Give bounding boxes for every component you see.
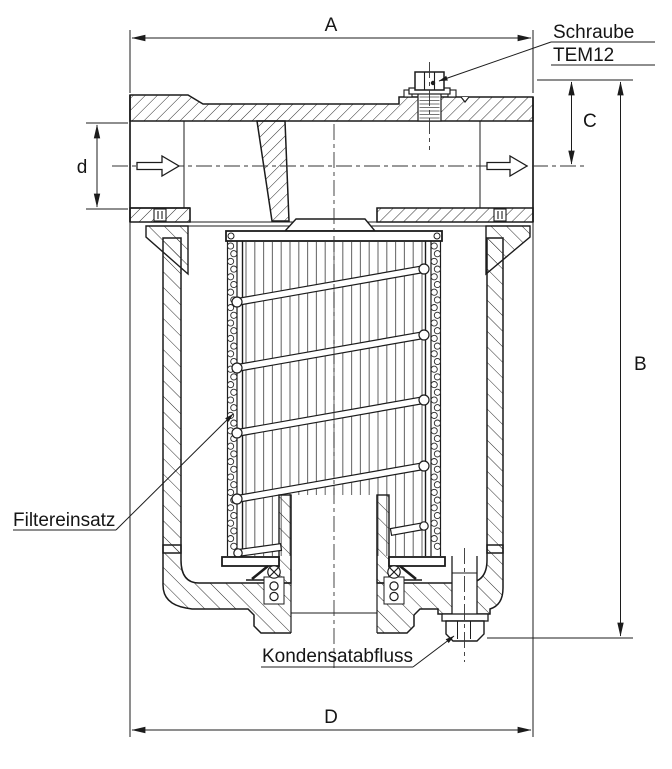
gasket-left xyxy=(153,208,167,222)
spring-coil-lower xyxy=(233,521,429,558)
gasket-right xyxy=(493,208,507,222)
oring-right-1 xyxy=(389,581,399,591)
flow-arrows xyxy=(136,154,529,178)
gasket-seals xyxy=(153,208,507,222)
filter-bottom-plate-right xyxy=(388,556,446,567)
callout-leaders xyxy=(13,41,655,668)
hub-wall-left xyxy=(278,494,292,584)
callout-schraube-line2: TEM12 xyxy=(553,45,614,66)
spring-coil xyxy=(231,263,430,505)
dim-label-d-big: D xyxy=(324,707,338,728)
oring-left-1 xyxy=(269,581,279,591)
filter-bottom-assembly xyxy=(221,556,446,605)
callout-schraube-line1: Schraube xyxy=(553,22,634,43)
oring-right-2 xyxy=(389,591,399,602)
flow-arrow-inlet xyxy=(136,154,181,178)
dim-label-d-small: d xyxy=(77,157,88,178)
bowl-wall-left xyxy=(162,237,182,554)
leader-filtereinsatz xyxy=(115,413,234,531)
dim-label-a: A xyxy=(325,15,338,36)
filter-bottom-plate-left xyxy=(221,556,280,567)
labels: A d C B D Schraube TEM12 Filtereinsatz K… xyxy=(13,15,647,728)
leader-kondensatabfluss xyxy=(412,635,455,668)
callout-filtereinsatz: Filtereinsatz xyxy=(13,510,115,531)
drain-flange xyxy=(441,613,489,622)
dim-label-c: C xyxy=(583,111,597,132)
drain-hex-plug xyxy=(445,620,485,642)
dim-label-b: B xyxy=(634,354,647,375)
chamber-divider-wall xyxy=(256,120,290,222)
filter-connector-cap xyxy=(283,218,377,232)
clamp-skirt-right xyxy=(485,225,531,276)
filter-head-casting xyxy=(129,94,534,223)
dimensions xyxy=(86,30,633,737)
leader-schraube xyxy=(438,41,552,82)
callout-kondensatabfluss: Kondensatabfluss xyxy=(262,646,413,667)
flow-arrow-outlet xyxy=(486,154,529,178)
hub-wall-right xyxy=(376,494,390,584)
bowl-wall-right xyxy=(486,237,504,554)
head-edges xyxy=(129,95,534,222)
oring-left-2 xyxy=(269,591,279,602)
